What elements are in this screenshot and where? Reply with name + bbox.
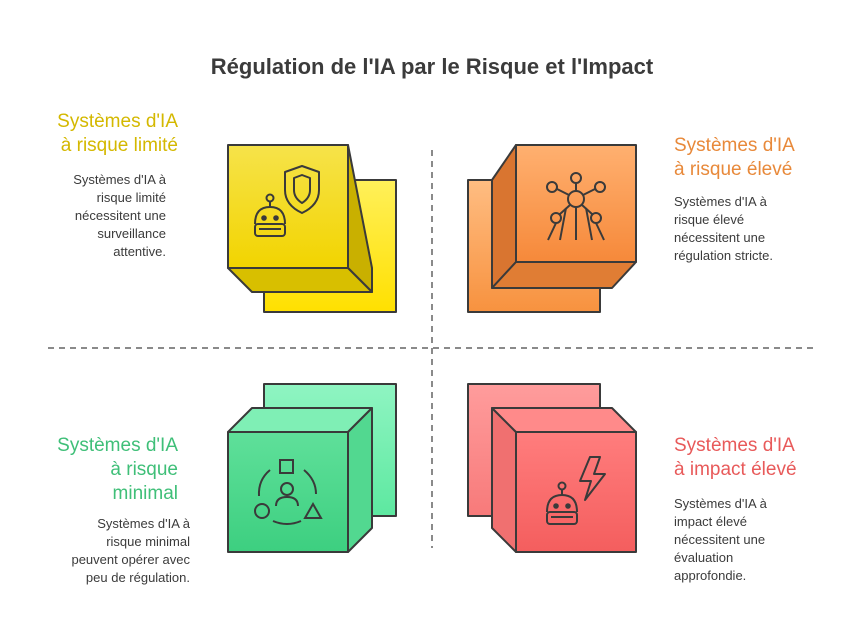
limited-risk-block xyxy=(227,144,397,313)
robot-icon xyxy=(546,481,578,525)
high-impact-description: Systèmes d'IA à impact élevé nécessitent… xyxy=(674,496,767,583)
lightning-icon xyxy=(579,456,606,501)
minimal-risk-heading: Systèmes d'IA à risque minimal xyxy=(57,435,178,504)
page-title: Régulation de l'IA par le Risque et l'Im… xyxy=(210,54,654,79)
high-impact-block xyxy=(467,383,637,553)
limited-risk-description: Systèmes d'IA à risque limité nécessiten… xyxy=(73,172,166,259)
high-risk-description: Systèmes d'IA à risque élevé nécessitent… xyxy=(674,194,773,263)
minimal-risk-description: Systèmes d'IA à risque minimal peuvent o… xyxy=(71,516,190,585)
high-risk-heading: Systèmes d'IA à risque élevé xyxy=(674,135,795,180)
limited-risk-heading: Systèmes d'IA à risque limité xyxy=(57,111,178,156)
high-impact-heading: Systèmes d'IA à impact élevé xyxy=(674,435,797,480)
network-icon xyxy=(546,172,606,241)
shield-icon xyxy=(284,165,320,214)
minimal-risk-block xyxy=(227,383,397,553)
robot-icon xyxy=(254,193,286,237)
high-risk-block xyxy=(467,144,637,313)
shapes-person-icon xyxy=(254,459,323,525)
